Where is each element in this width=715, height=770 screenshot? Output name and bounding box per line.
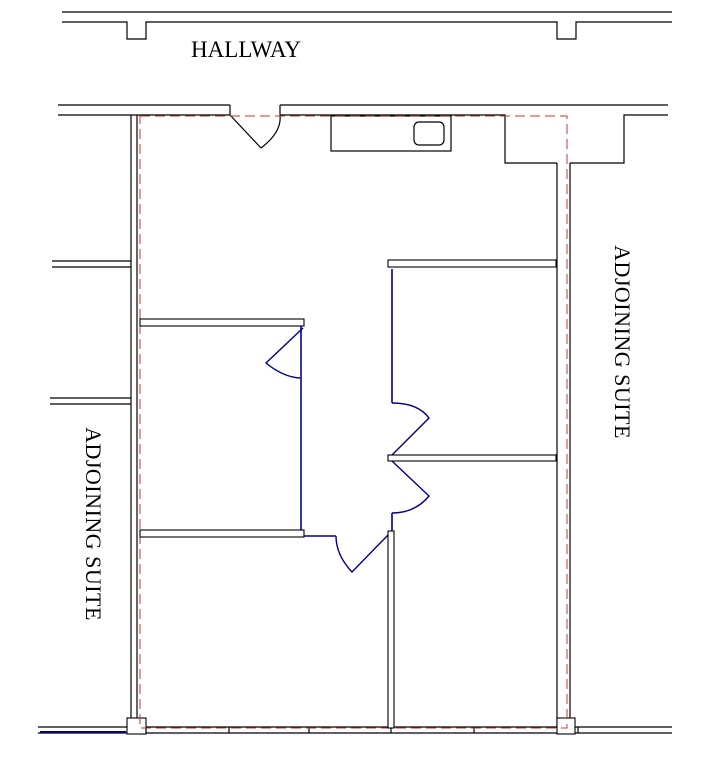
left-demising-wall xyxy=(130,115,138,718)
entry-door xyxy=(229,114,281,149)
hallway-label: HALLWAY xyxy=(191,37,301,62)
left-office-upper xyxy=(139,318,305,530)
hallway-wall xyxy=(62,11,672,40)
bottom-wall xyxy=(38,717,672,735)
left-office-lower xyxy=(139,529,389,574)
right-office-upper xyxy=(387,259,557,456)
center-partition xyxy=(387,269,395,729)
adjoining-suite-right-label: ADJOINING SUITE xyxy=(610,245,635,439)
sink-counter xyxy=(330,115,452,152)
left-adjoining-partitions xyxy=(50,260,131,405)
right-demising-wall xyxy=(556,163,571,728)
suite-top-wall xyxy=(58,104,668,164)
adjoining-suite-left-label: ADJOINING SUITE xyxy=(81,427,106,621)
lease-line xyxy=(139,115,568,729)
right-office-lower xyxy=(387,454,557,514)
